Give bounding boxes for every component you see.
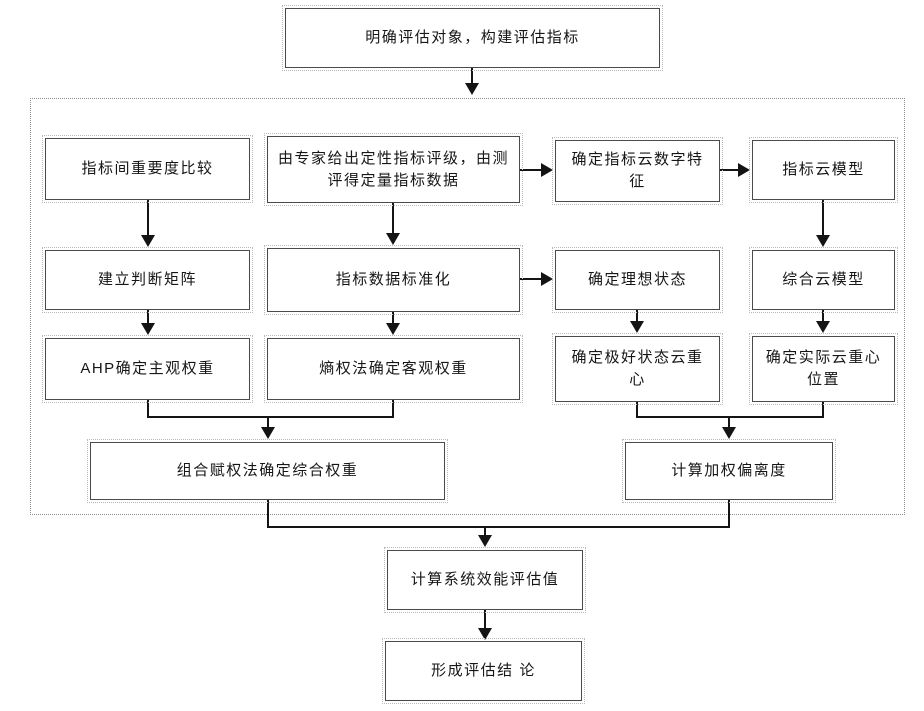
node-ahp-subjective-weight: AHP确定主观权重 bbox=[42, 335, 253, 403]
arrow-ideal-to-bestcentroid bbox=[630, 310, 644, 333]
node-effectiveness-value: 计算系统效能评估值 bbox=[384, 547, 586, 613]
connector-entropy-down bbox=[392, 400, 394, 418]
arrow-merge-to-effectiveness bbox=[478, 526, 492, 547]
node-actual-centroid-position: 确定实际云重心位置 bbox=[749, 333, 898, 405]
arrow-cloudfeatures-to-indexcloud bbox=[720, 163, 750, 177]
arrow-composite-to-actualcentroid bbox=[816, 310, 830, 333]
arrow-effectiveness-to-conclusion bbox=[478, 610, 492, 640]
node-data-standardize: 指标数据标准化 bbox=[264, 245, 523, 315]
node-index-cloud-model: 指标云模型 bbox=[749, 137, 898, 203]
node-judgment-matrix: 建立判断矩阵 bbox=[42, 247, 253, 313]
node-cloud-features: 确定指标云数字特征 bbox=[552, 137, 723, 205]
node-best-state-centroid: 确定极好状态云重心 bbox=[552, 333, 723, 405]
connector-deviation-down bbox=[728, 500, 730, 528]
node-start: 明确评估对象，构建评估指标 bbox=[282, 5, 663, 71]
arrow-merge-to-deviation bbox=[722, 416, 736, 439]
node-importance-compare: 指标间重要度比较 bbox=[42, 135, 253, 203]
arrow-standardize-to-entropy bbox=[386, 312, 400, 335]
arrow-merge-to-combinedweight bbox=[261, 416, 275, 439]
connector-combinedweight-down bbox=[267, 500, 269, 528]
arrow-expert-to-standardize bbox=[386, 203, 400, 245]
connector-right-merge-horizontal bbox=[636, 416, 824, 418]
arrow-indexcloud-to-compositecloud bbox=[816, 200, 830, 247]
node-composite-cloud-model: 综合云模型 bbox=[749, 247, 898, 313]
arrow-standardize-to-idealstate bbox=[520, 272, 553, 286]
node-combined-weight: 组合赋权法确定综合权重 bbox=[87, 439, 448, 503]
node-expert-rating: 由专家给出定性指标评级，由测评得定量指标数据 bbox=[264, 133, 523, 206]
node-conclusion: 形成评估结 论 bbox=[382, 638, 585, 704]
connector-left-merge-horizontal bbox=[147, 416, 394, 418]
connector-actualcentroid-down bbox=[822, 402, 824, 418]
arrow-expert-to-cloudfeatures bbox=[520, 163, 553, 177]
arrow-matrix-to-ahp bbox=[141, 310, 155, 335]
arrow-importance-to-matrix bbox=[141, 200, 155, 247]
connector-bottom-merge-horizontal bbox=[267, 526, 730, 528]
connector-ahp-down bbox=[147, 398, 149, 418]
dashed-group-container bbox=[30, 98, 905, 515]
node-entropy-objective-weight: 熵权法确定客观权重 bbox=[264, 335, 523, 403]
node-weighted-deviation: 计算加权偏离度 bbox=[622, 439, 836, 503]
node-ideal-state: 确定理想状态 bbox=[552, 247, 723, 313]
connector-bestcentroid-down bbox=[636, 402, 638, 418]
arrow-start-to-group bbox=[465, 68, 479, 95]
